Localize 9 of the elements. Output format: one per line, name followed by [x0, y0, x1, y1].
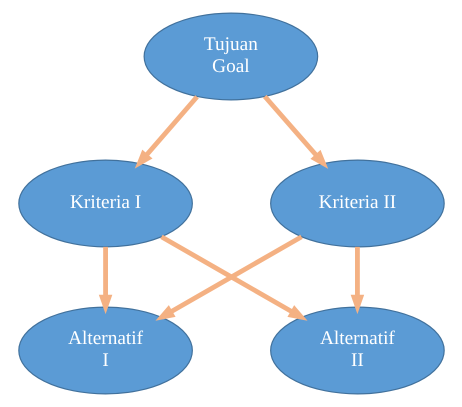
arrow	[134, 95, 198, 169]
arrow	[350, 246, 364, 314]
node-ellipse: Kriteria I	[18, 160, 192, 248]
node-ellipse: Alternatif I	[18, 306, 192, 394]
node-ellipse: Tujuan Goal	[143, 12, 318, 100]
arrow	[262, 94, 328, 169]
node-ellipse: Alternatif II	[270, 306, 444, 394]
arrow	[98, 246, 112, 314]
node-ellipse: Kriteria II	[270, 160, 444, 248]
